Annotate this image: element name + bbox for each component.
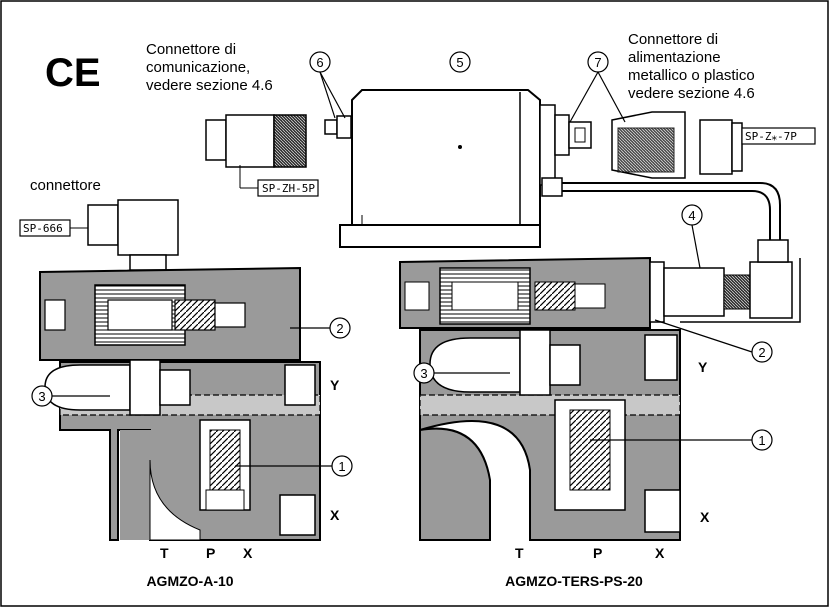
cable-gland [541,177,563,197]
sp-zh-5p-connector [205,114,307,189]
port-x-right: X [700,509,710,525]
callout-2-right: 2 [758,345,765,360]
port-p-right: P [593,545,602,561]
connettore-label: connettore [30,177,101,194]
model-right: AGMZO-TERS-PS-20 [505,573,643,589]
code-box-spz7p [741,127,816,145]
comm-plug [324,115,352,139]
sp-z-7p-connector [611,111,743,179]
callout-7: 7 [594,55,601,70]
conn-power-line1: Connettore di [628,31,718,48]
callout-1-left: 1 [338,459,345,474]
port-x-bottom-left: X [243,545,253,561]
conn-power-line2: alimentazione [628,49,721,66]
callouts [31,51,773,477]
conn-comm-line2: comunicazione, [146,59,250,76]
port-t-left: T [160,545,169,561]
conn-power-line4: vedere sezione 4.6 [628,85,755,102]
valve-right [399,239,801,541]
conn-comm-line3: vedere sezione 4.6 [146,77,273,94]
callout-2-left: 2 [336,321,343,336]
port-y-right: Y [698,359,708,375]
conn-power-line3: metallico o plastico [628,67,755,84]
port-x-bottom-right: X [655,545,665,561]
code-spzh5p: SP-ZH-5P [262,182,315,195]
callout-1-right: 1 [758,433,765,448]
valve-left [39,199,321,541]
code-box-spzh5p [257,179,319,197]
callout-4: 4 [688,208,695,223]
callout-3-right: 3 [420,366,427,381]
power-socket [554,114,592,156]
callout-5: 5 [456,55,463,70]
electronics-box [339,89,556,248]
port-p-left: P [206,545,215,561]
code-spz7p: SP-Z⁎-7P [745,130,797,143]
code-sp666: SP-666 [23,222,63,235]
callout-3-left: 3 [38,389,45,404]
ce-mark: CE [45,51,101,95]
model-left: AGMZO-A-10 [146,573,233,589]
port-x-left: X [330,507,340,523]
callout-6: 6 [316,55,323,70]
port-y-left: Y [330,377,340,393]
conn-comm-line1: Connettore di [146,41,236,58]
port-t-right: T [515,545,524,561]
